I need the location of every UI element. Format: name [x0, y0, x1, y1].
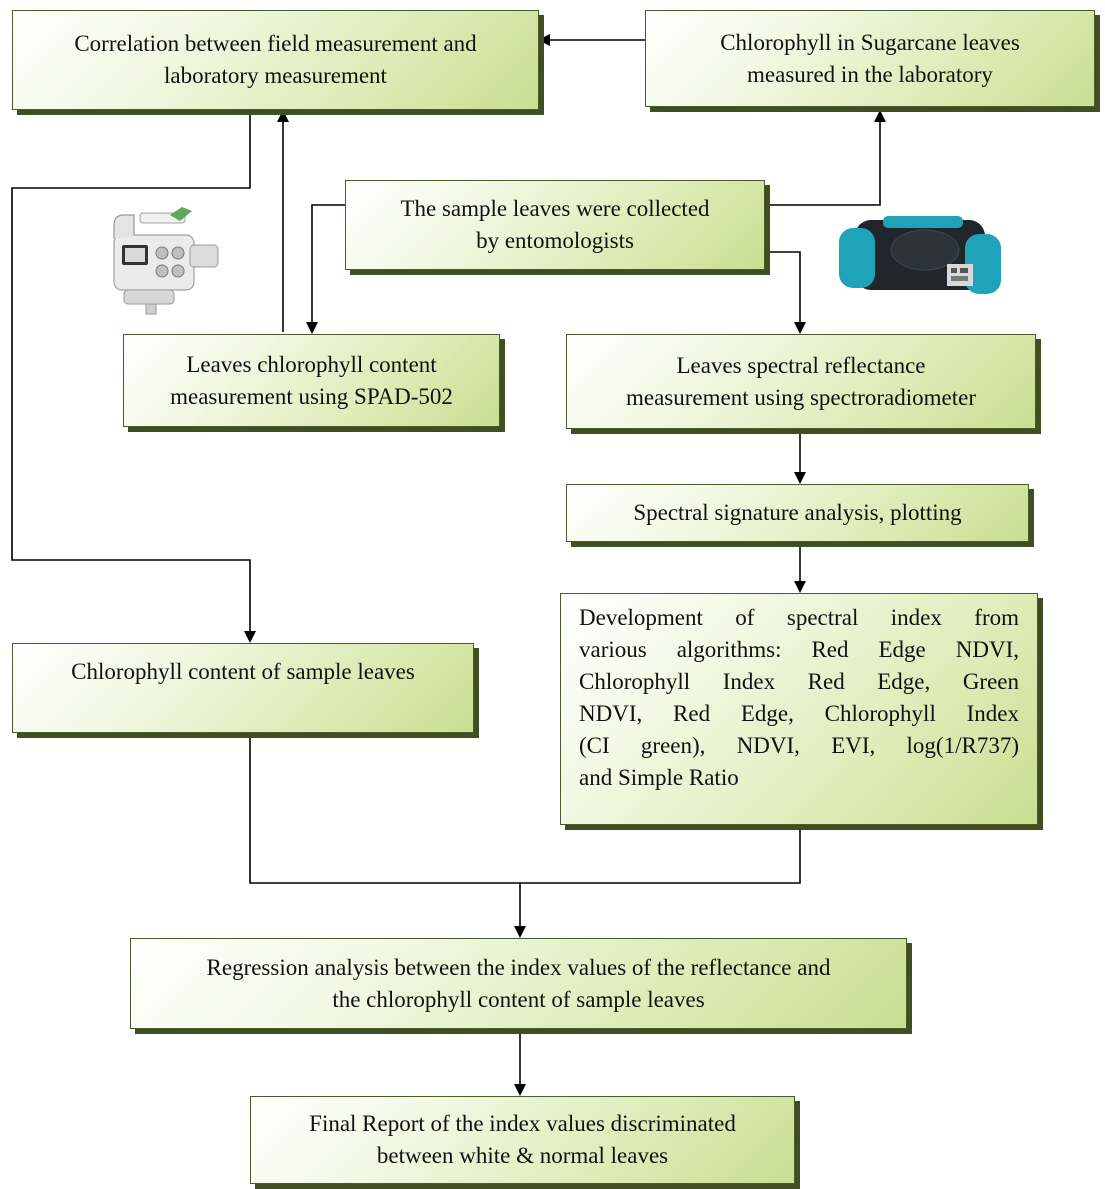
- regression-line-2: the chlorophyll content of sample leaves: [332, 986, 705, 1012]
- index-development-box: Development of spectral index from vario…: [560, 593, 1038, 825]
- sample-collection-line-2: by entomologists: [476, 228, 634, 253]
- arrow-sample-to-lab: [765, 110, 886, 206]
- final-report-box: Final Report of the index values discrim…: [250, 1096, 795, 1184]
- chlorophyll-content-line-1: Chlorophyll content of sample leaves: [71, 659, 415, 684]
- spectral-measurement-line-1: Leaves spectral reflectance: [676, 352, 926, 378]
- arrow-correlation-to-chlorophyll-content: [11, 110, 256, 643]
- spad-measurement-line-2: measurement using SPAD-502: [170, 383, 453, 409]
- final-report-line-2: between white & normal leaves: [376, 1143, 669, 1168]
- lab-chlorophyll-line-2: measured in the laboratory: [747, 61, 993, 87]
- index-development-line-5: (CI green), NDVI, EVI, log(1/R737): [579, 733, 1019, 758]
- index-development-line-2: various algorithms: Red Edge NDVI,: [579, 637, 1019, 662]
- connector-index-to-regression: [520, 828, 801, 884]
- spad-502-meter-icon: [113, 207, 219, 315]
- connector-chlorophyll-to-regression: [249, 735, 520, 884]
- spectral-measurement-line-2: measurement using spectroradiometer: [626, 384, 976, 410]
- regression-line-1: Regression analysis between the index va…: [206, 954, 831, 980]
- spad-measurement-line-1: Leaves chlorophyll content: [186, 351, 437, 377]
- regression-box: Regression analysis between the index va…: [130, 938, 907, 1029]
- index-development-line-1: Development of spectral index from: [579, 605, 1019, 630]
- spad-measurement-box: Leaves chlorophyll content measurement u…: [123, 334, 500, 427]
- spectroradiometer-icon: [839, 216, 1001, 294]
- lab-chlorophyll-box: Chlorophyll in Sugarcane leaves measured…: [645, 10, 1095, 107]
- sample-collection-box: The sample leaves were collected by ento…: [345, 180, 765, 270]
- spectral-measurement-box: Leaves spectral reflectance measurement …: [566, 334, 1036, 429]
- correlation-line-2: laboratory measurement: [164, 63, 387, 88]
- correlation-line-1: Correlation between field measurement an…: [74, 31, 477, 56]
- chlorophyll-content-box: Chlorophyll content of sample leaves: [12, 643, 474, 733]
- signature-analysis-line-1: Spectral signature analysis, plotting: [633, 500, 962, 525]
- correlation-box: Correlation between field measurement an…: [12, 10, 539, 110]
- lab-chlorophyll-line-1: Chlorophyll in Sugarcane leaves: [720, 29, 1020, 55]
- arrow-sample-to-spectral: [764, 225, 806, 334]
- index-development-line-4: NDVI, Red Edge, Chlorophyll Index: [579, 701, 1019, 726]
- index-development-line-3: Chlorophyll Index Red Edge, Green: [579, 669, 1019, 694]
- final-report-line-1: Final Report of the index values discrim…: [309, 1111, 736, 1136]
- sample-collection-line-1: The sample leaves were collected: [400, 196, 710, 221]
- signature-analysis-box: Spectral signature analysis, plotting: [566, 484, 1029, 542]
- arrow-sample-to-spad: [306, 204, 345, 334]
- index-development-line-6: and Simple Ratio: [579, 765, 739, 790]
